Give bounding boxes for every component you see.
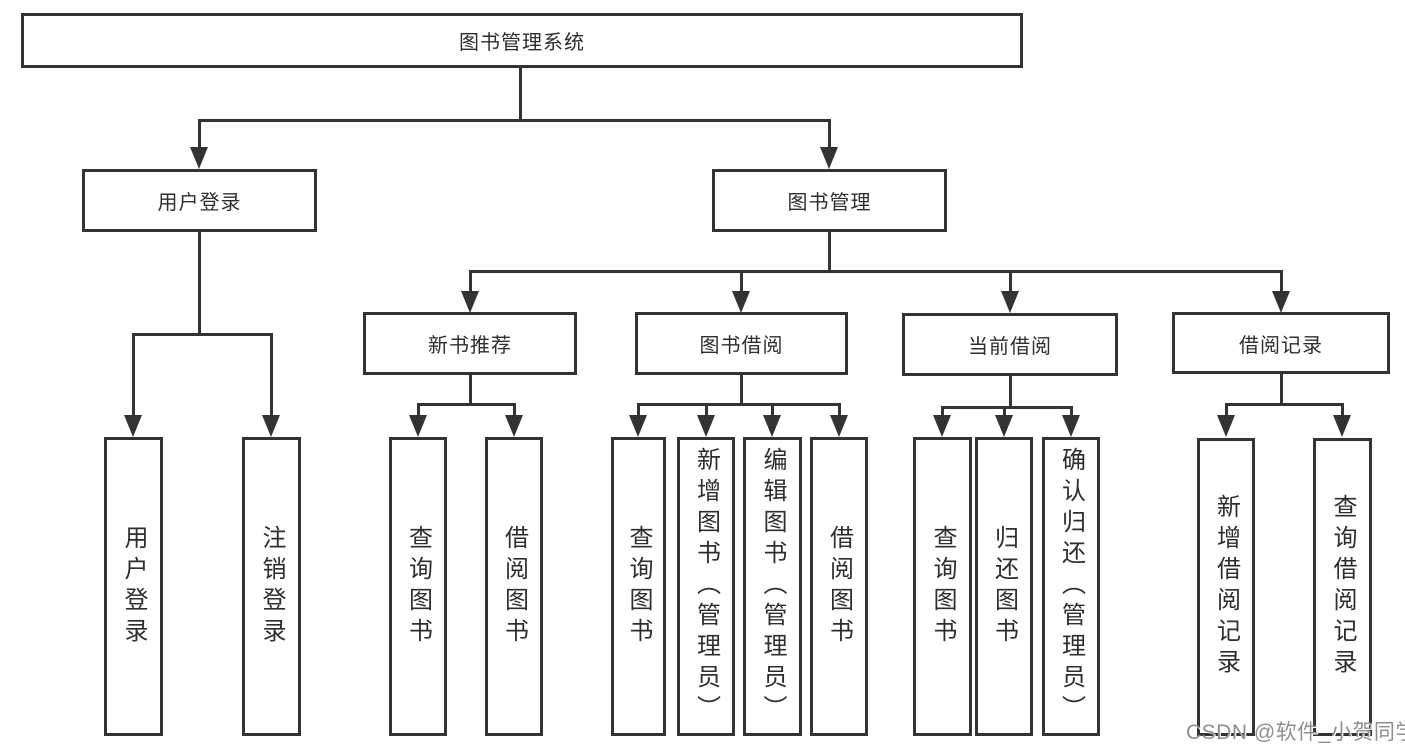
connector-records-rail xyxy=(1225,403,1343,406)
connector-current-rail xyxy=(941,406,1072,409)
connector-arrow-shaft xyxy=(1341,403,1344,417)
connector-book-mgmt-trunk xyxy=(828,231,831,273)
arrow-down-icon xyxy=(629,415,647,437)
connector-arrow-shaft xyxy=(1070,406,1073,417)
node-library-management-system: 图书管理系统 xyxy=(21,13,1023,68)
arrow-down-icon xyxy=(190,147,208,169)
leaf-query-books-recommend: 查询图书 xyxy=(389,437,447,736)
arrow-down-icon xyxy=(763,415,781,437)
arrow-down-icon xyxy=(1217,415,1235,437)
connector-arrow-shaft xyxy=(771,403,774,417)
watermark: CSDN @软件_小贺同学 xyxy=(1186,721,1405,744)
connector-arrow-shaft xyxy=(469,270,472,293)
leaf-logout: 注销登录 xyxy=(242,437,301,736)
connector-arrow-shaft xyxy=(1003,406,1006,417)
arrow-down-icon xyxy=(1272,291,1290,313)
connector-arrow-shaft xyxy=(132,333,135,417)
connector-arrow-shaft xyxy=(198,119,201,152)
arrow-down-icon xyxy=(461,291,479,313)
arrow-down-icon xyxy=(505,415,523,437)
arrow-down-icon xyxy=(124,415,142,437)
connector-arrow-shaft xyxy=(417,403,420,417)
arrow-down-icon xyxy=(1001,291,1019,313)
leaf-query-books-borrowing: 查询图书 xyxy=(611,437,666,736)
arrow-down-icon xyxy=(933,415,951,437)
arrow-down-icon xyxy=(732,291,750,313)
connector-book-mgmt-rail xyxy=(469,270,1283,273)
connector-root-trunk xyxy=(519,68,522,121)
connector-arrow-shaft xyxy=(637,403,640,417)
connector-arrow-shaft xyxy=(941,406,944,417)
leaf-add-books-admin: 新增图书（管理员） xyxy=(677,437,735,736)
leaf-borrow-books-borrowing: 借阅图书 xyxy=(810,437,868,736)
arrow-down-icon xyxy=(820,147,838,169)
connector-user-login-rail xyxy=(132,333,273,336)
leaf-query-books-current: 查询图书 xyxy=(913,437,972,736)
connector-arrow-shaft xyxy=(1225,403,1228,417)
connector-root-rail xyxy=(198,119,831,122)
leaf-return-books: 归还图书 xyxy=(975,437,1033,736)
connector-recommend-rail xyxy=(417,403,516,406)
connector-arrow-shaft xyxy=(705,403,708,417)
connector-user-login-trunk xyxy=(198,231,201,335)
leaf-user-login: 用户登录 xyxy=(104,437,163,736)
connector-records-trunk xyxy=(1280,372,1283,405)
leaf-borrow-books-recommend: 借阅图书 xyxy=(485,437,543,736)
arrow-down-icon xyxy=(409,415,427,437)
connector-arrow-shaft xyxy=(513,403,516,417)
connector-borrowing-trunk xyxy=(740,374,743,405)
connector-recommend-trunk xyxy=(469,374,472,405)
arrow-down-icon xyxy=(830,415,848,437)
leaf-add-borrow-record: 新增借阅记录 xyxy=(1197,438,1255,736)
arrow-down-icon xyxy=(1062,415,1080,437)
node-book-management: 图书管理 xyxy=(712,169,947,232)
connector-arrow-shaft xyxy=(838,403,841,417)
node-current-borrowing: 当前借阅 xyxy=(902,313,1118,376)
connector-borrowing-rail xyxy=(637,403,841,406)
node-borrowing-records: 借阅记录 xyxy=(1172,312,1390,374)
arrow-down-icon xyxy=(1333,415,1351,437)
arrow-down-icon xyxy=(697,415,715,437)
node-user-login: 用户登录 xyxy=(82,169,317,232)
arrow-down-icon xyxy=(995,415,1013,437)
leaf-query-borrow-record: 查询借阅记录 xyxy=(1313,438,1372,736)
connector-current-trunk xyxy=(1009,375,1012,409)
leaf-edit-books-admin: 编辑图书（管理员） xyxy=(743,437,802,736)
node-new-book-recommendation: 新书推荐 xyxy=(363,312,577,375)
connector-arrow-shaft xyxy=(828,119,831,152)
leaf-confirm-return-admin: 确认归还（管理员） xyxy=(1042,437,1100,736)
connector-arrow-shaft xyxy=(1009,270,1012,293)
arrow-down-icon xyxy=(262,415,280,437)
connector-arrow-shaft xyxy=(1280,270,1283,293)
node-book-borrowing: 图书借阅 xyxy=(635,312,848,375)
connector-arrow-shaft xyxy=(270,333,273,417)
connector-arrow-shaft xyxy=(740,270,743,293)
